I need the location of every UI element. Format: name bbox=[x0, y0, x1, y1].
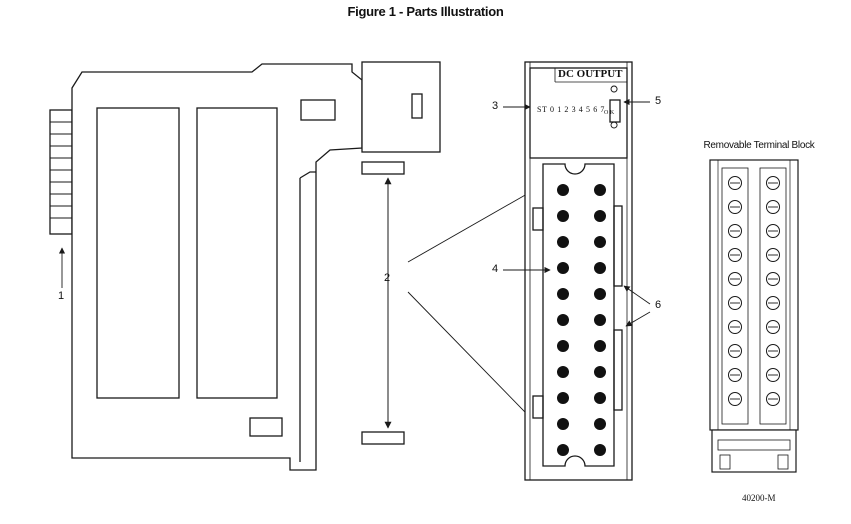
bottom-latch bbox=[249, 417, 283, 437]
callout-2: 2 bbox=[384, 272, 391, 284]
top-tab bbox=[361, 61, 441, 153]
slot-right-bottom bbox=[613, 329, 623, 411]
callout-6-leader-b bbox=[625, 311, 651, 327]
rtb-body bbox=[709, 159, 799, 431]
callout-5: 5 bbox=[655, 95, 662, 107]
callout-1: 1 bbox=[58, 290, 65, 302]
label-window-left bbox=[96, 107, 180, 399]
callout-6-leader-a bbox=[623, 285, 651, 305]
rail-top bbox=[361, 161, 405, 175]
slot-right-top bbox=[613, 205, 623, 287]
terminal-block bbox=[709, 159, 799, 473]
rail-bottom bbox=[361, 431, 405, 445]
slot-left-bottom bbox=[532, 395, 544, 419]
figure-title: Figure 1 - Parts Illustration bbox=[347, 4, 504, 19]
tab-slot bbox=[411, 93, 423, 119]
module-header: DC OUTPUT bbox=[558, 68, 623, 80]
callout-3: 3 bbox=[492, 100, 499, 112]
module-body-outline bbox=[71, 63, 363, 471]
status-indicator-labels: ST 0 1 2 3 4 5 6 7 bbox=[537, 105, 605, 114]
ok-label: O K bbox=[604, 110, 615, 116]
module-side-view bbox=[49, 61, 441, 471]
backplane-connector bbox=[49, 109, 73, 235]
label-window-right bbox=[196, 107, 278, 399]
status-window bbox=[529, 67, 628, 159]
top-latch bbox=[300, 99, 336, 121]
slot-left-top bbox=[532, 207, 544, 231]
lock-icon-top bbox=[610, 85, 618, 93]
rtb-connector bbox=[711, 429, 797, 473]
lock-icon-bottom bbox=[610, 121, 618, 129]
module-front-view bbox=[524, 61, 633, 481]
callout-6: 6 bbox=[655, 299, 662, 311]
connector-pins bbox=[50, 121, 72, 219]
screw-slots bbox=[730, 182, 778, 400]
terminal-dots bbox=[557, 184, 606, 456]
terminal-block-title: Removable Terminal Block bbox=[703, 140, 815, 151]
callout-4: 4 bbox=[492, 263, 499, 275]
figure-code: 40200-M bbox=[742, 493, 776, 503]
